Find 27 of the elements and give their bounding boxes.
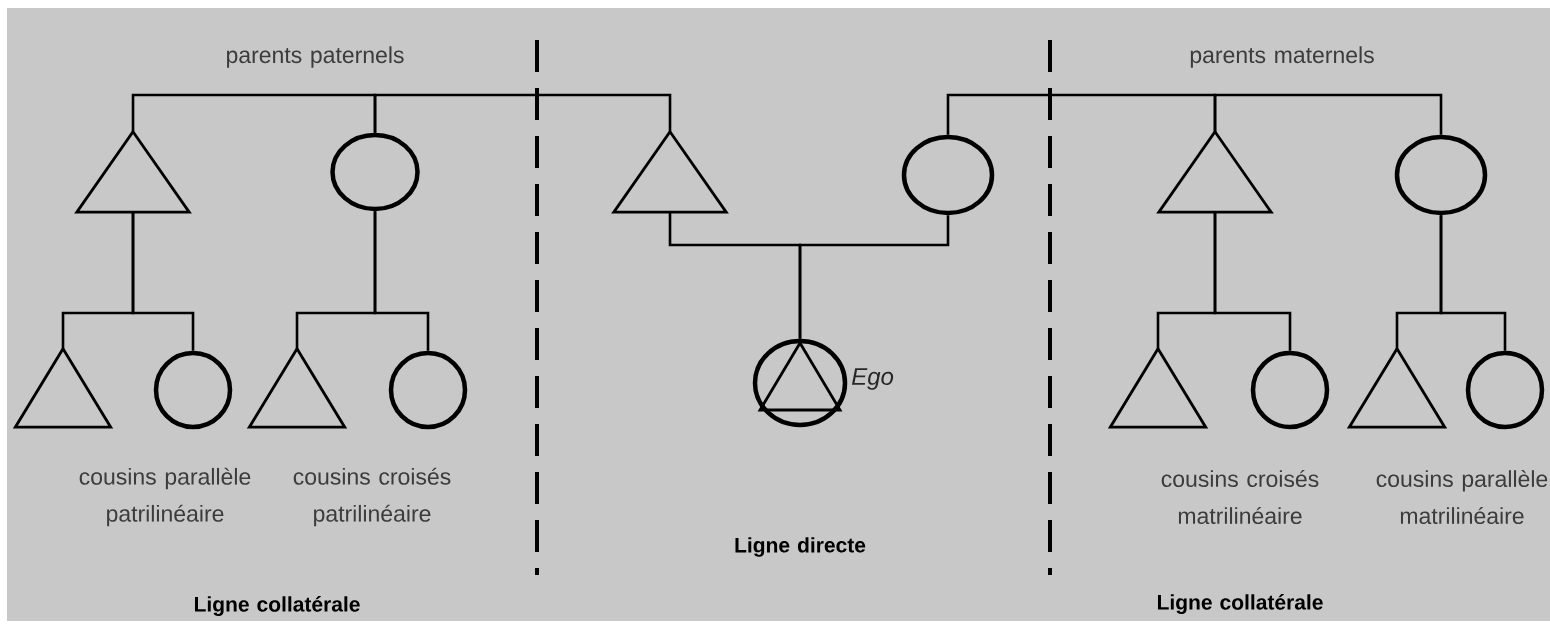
section-label: Ligne directe: [735, 537, 866, 557]
kinship-line: [1439, 215, 1507, 351]
circle-symbol: [1250, 350, 1330, 430]
cousin-caption: cousins croisés patrilinéaire: [293, 467, 451, 527]
circle-symbol: [330, 132, 420, 212]
kinship-line: [373, 211, 430, 351]
kinship-line: [1213, 212, 1292, 351]
kinship-line: [131, 212, 195, 351]
section-label: Ligne collatérale: [1157, 594, 1323, 614]
circle-symbol: [1394, 134, 1488, 216]
ego-label: Ego: [851, 368, 894, 390]
kinship-line: [946, 93, 1217, 135]
section-label: Ligne collatérale: [195, 596, 360, 616]
kinship-line: [798, 215, 950, 339]
cousin-caption: cousins parallèle matrilinéaire: [1376, 469, 1548, 525]
circle-symbol: [901, 134, 995, 216]
kinship-line: [373, 93, 672, 133]
circle-symbol: [153, 350, 233, 430]
heading-label: parents paternels: [227, 46, 404, 68]
cousin-caption: cousins parallèle patrilinéaire: [79, 467, 251, 527]
circle-symbol: [1465, 350, 1545, 430]
circle-symbol: [388, 350, 468, 430]
cousin-caption: cousins croisés matrilinéaire: [1161, 469, 1319, 525]
kinship-line: [131, 93, 377, 133]
ego-symbol: [752, 338, 848, 428]
kinship-line: [1213, 93, 1443, 135]
heading-label: parents maternels: [1190, 46, 1374, 68]
